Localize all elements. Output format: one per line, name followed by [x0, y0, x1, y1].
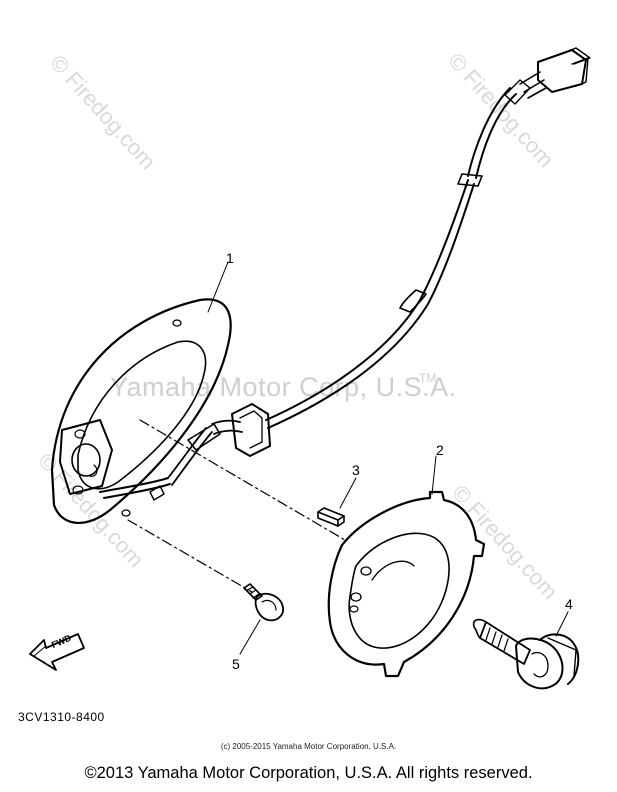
small-copyright-line: (c) 2005-2015 Yamaha Motor Corporation, … — [220, 742, 397, 751]
callout-part-4: 4 — [565, 596, 573, 612]
diagram-code: 3CV1310-8400 — [18, 710, 105, 724]
yamaha-watermark: Yamaha Motor Corp, U.S.A. — [110, 372, 457, 402]
small-screw — [243, 583, 284, 622]
callout-part-1: 1 — [226, 250, 234, 266]
flange-bolt — [472, 618, 580, 690]
callout-part-2: 2 — [436, 442, 444, 458]
wire-grommet — [231, 403, 271, 457]
footer-copyright: ©2013 Yamaha Motor Corporation, U.S.A. A… — [84, 764, 533, 782]
callout-part-5: 5 — [232, 656, 240, 672]
stator-plate — [50, 298, 243, 524]
rotor-plate — [327, 490, 486, 678]
dowel-pin — [317, 507, 345, 527]
wire-connector — [519, 47, 591, 99]
wire-harness — [265, 79, 531, 429]
forward-direction-arrow-icon — [29, 633, 85, 671]
leader-lines — [207, 261, 569, 655]
assembly-guide-lines — [127, 419, 346, 593]
trademark-watermark: TM — [419, 371, 437, 385]
callout-part-3: 3 — [352, 462, 360, 478]
